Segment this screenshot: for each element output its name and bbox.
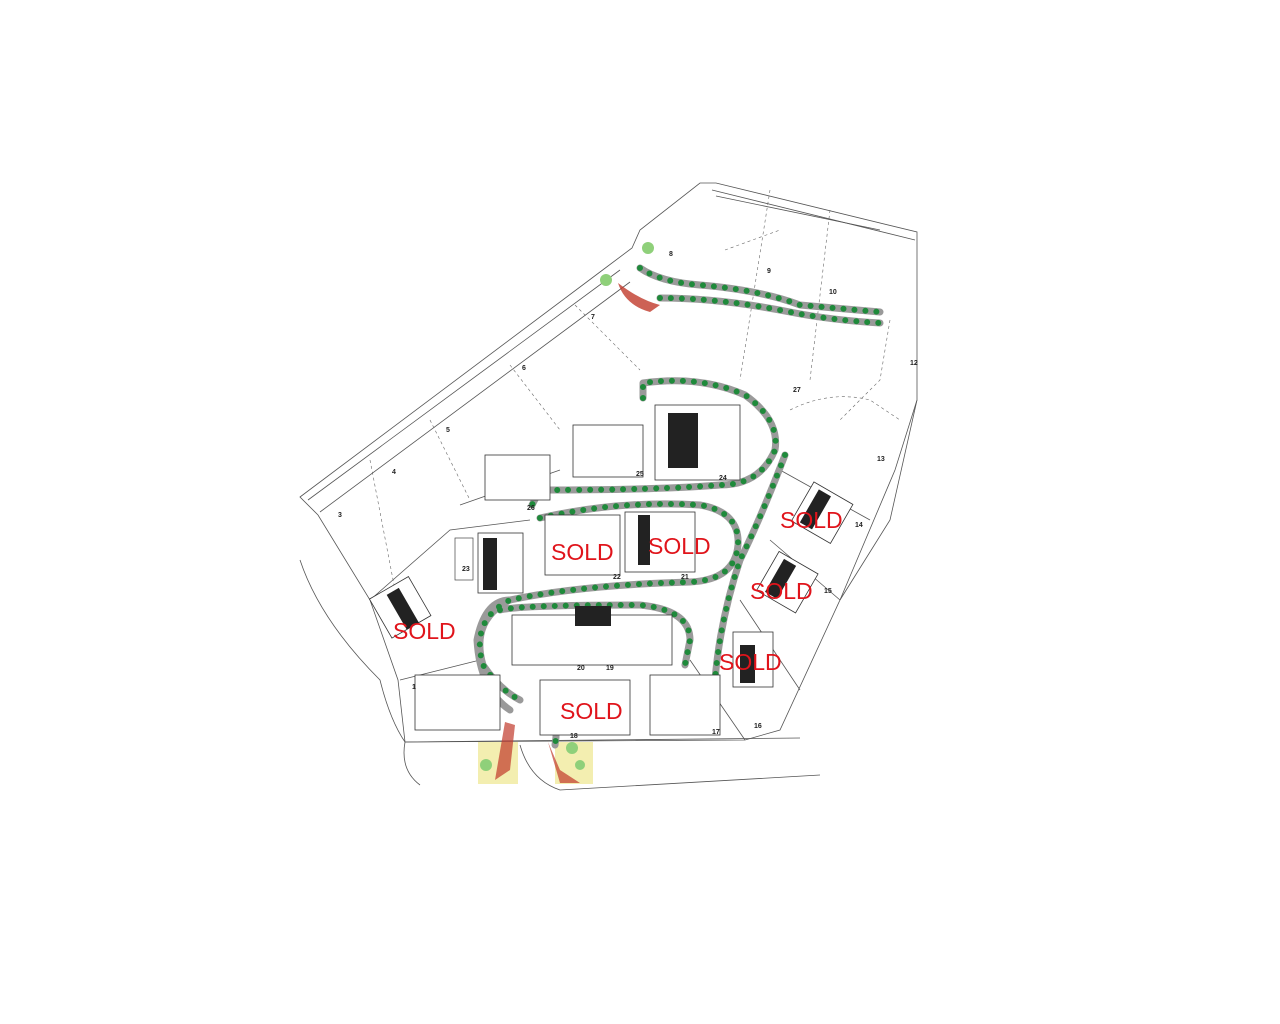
plot-number: 21 <box>681 574 689 581</box>
sold-labels: SOLD SOLD SOLD SOLD SOLD SOLD SOLD <box>393 507 843 724</box>
plot-number: 16 <box>754 723 762 730</box>
landscaping <box>478 242 660 784</box>
houses <box>368 404 854 736</box>
tree-lined-paths <box>473 264 884 749</box>
plot-number: 12 <box>910 360 918 367</box>
plot-number: 27 <box>793 387 801 394</box>
sold-label-plot-15: SOLD <box>750 578 813 604</box>
plot-number: 17 <box>712 729 720 736</box>
plot-number: 18 <box>570 733 578 740</box>
site-boundary <box>299 182 918 791</box>
plot-number: 15 <box>824 588 832 595</box>
sold-label-plot-16: SOLD <box>719 649 782 675</box>
plot-number: 1 <box>412 684 416 691</box>
plot-number: 4 <box>392 469 396 476</box>
sold-label-plot-22: SOLD <box>551 539 614 565</box>
sold-label-plot-18: SOLD <box>560 698 623 724</box>
plot-numbers: 1 2 3 4 5 6 7 8 9 10 12 13 14 15 16 17 1… <box>338 251 918 740</box>
plot-number: 25 <box>636 471 644 478</box>
plot-number: 26 <box>527 505 535 512</box>
plot-number: 2 <box>392 592 396 599</box>
plot-number: 13 <box>877 456 885 463</box>
sold-label-plot-14: SOLD <box>780 507 843 533</box>
plot-number: 6 <box>522 365 526 372</box>
sold-label-plot-21: SOLD <box>648 533 711 559</box>
plot-number: 14 <box>855 522 863 529</box>
plot-number: 23 <box>462 566 470 573</box>
plot-number: 22 <box>613 574 621 581</box>
plot-number: 5 <box>446 427 450 434</box>
plot-number: 8 <box>669 251 673 258</box>
plot-number: 19 <box>606 665 614 672</box>
plot-number: 3 <box>338 512 342 519</box>
plot-number: 7 <box>591 314 595 321</box>
plot-number: 20 <box>577 665 585 672</box>
sold-label-plot-2: SOLD <box>393 618 456 644</box>
plot-number: 24 <box>719 475 727 482</box>
plot-number: 9 <box>767 268 771 275</box>
plot-number: 10 <box>829 289 837 296</box>
